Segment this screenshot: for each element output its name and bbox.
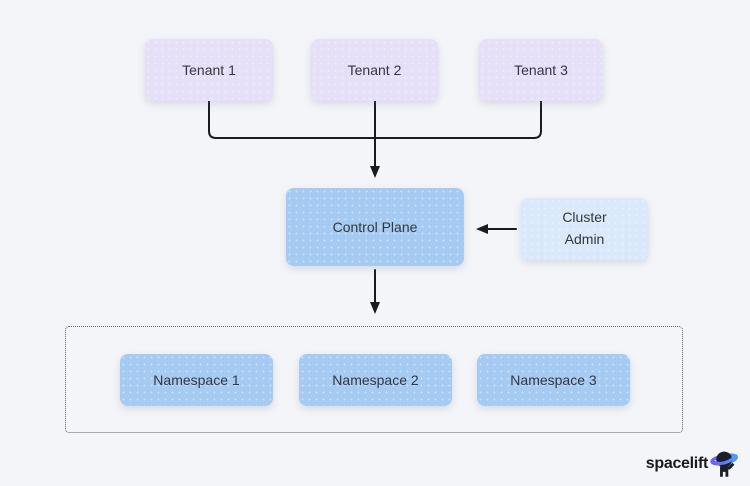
node-cluster-admin: Cluster Admin xyxy=(521,198,648,260)
node-control-plane: Control Plane xyxy=(286,188,464,266)
spacelift-logo-text: spacelift xyxy=(645,455,709,472)
node-namespace-2: Namespace 2 xyxy=(299,354,452,406)
node-namespace-3: Namespace 3 xyxy=(477,354,630,406)
namespace-2-label: Namespace 2 xyxy=(332,372,419,388)
namespace-group-container xyxy=(65,326,683,433)
tenant-2-label: Tenant 2 xyxy=(347,62,402,78)
node-tenant-3: Tenant 3 xyxy=(479,39,603,101)
node-tenant-1: Tenant 1 xyxy=(145,39,273,101)
tenant-bracket-line xyxy=(208,100,542,139)
tenant-1-label: Tenant 1 xyxy=(182,62,236,78)
spacelift-logo: spacelift xyxy=(646,450,740,478)
node-tenant-2: Tenant 2 xyxy=(311,39,438,101)
control-plane-label: Control Plane xyxy=(332,219,418,235)
namespace-3-label: Namespace 3 xyxy=(510,372,597,388)
node-namespace-1: Namespace 1 xyxy=(120,354,273,406)
spacelift-astronaut-icon xyxy=(710,451,738,477)
cluster-admin-label: Cluster Admin xyxy=(562,209,607,247)
tenant-3-label: Tenant 3 xyxy=(514,62,568,78)
namespace-1-label: Namespace 1 xyxy=(153,372,240,388)
